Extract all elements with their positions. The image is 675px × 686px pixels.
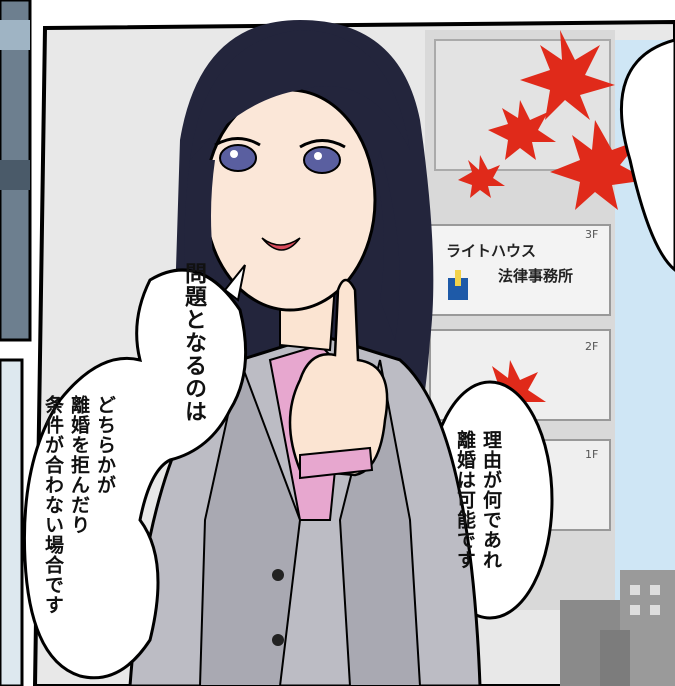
top-right-bubble-shape (619, 38, 675, 272)
left-bubble-shape (22, 268, 248, 680)
face (203, 88, 377, 312)
sign-line-1: ライトハウス (446, 242, 537, 260)
sign-line-2: 法律事務所 (498, 267, 574, 285)
floor-label-2f: 2F (585, 340, 599, 353)
left-neighbor-panel-bottom (0, 358, 24, 686)
bubble-text-top-left: 問題となるのは (181, 262, 206, 423)
city-buildings (560, 570, 675, 686)
bubble-text-right: 理由が何であれ 離婚は可能です (454, 430, 502, 570)
bubble-text-left: どちらかが 離婚を拒んだり 条件が合わない場合です (42, 395, 116, 615)
floor-label-3f: 3F (585, 228, 599, 241)
raised-hand (288, 278, 389, 477)
floor-label-1f: 1F (585, 448, 599, 461)
hair-bangs (190, 30, 410, 160)
